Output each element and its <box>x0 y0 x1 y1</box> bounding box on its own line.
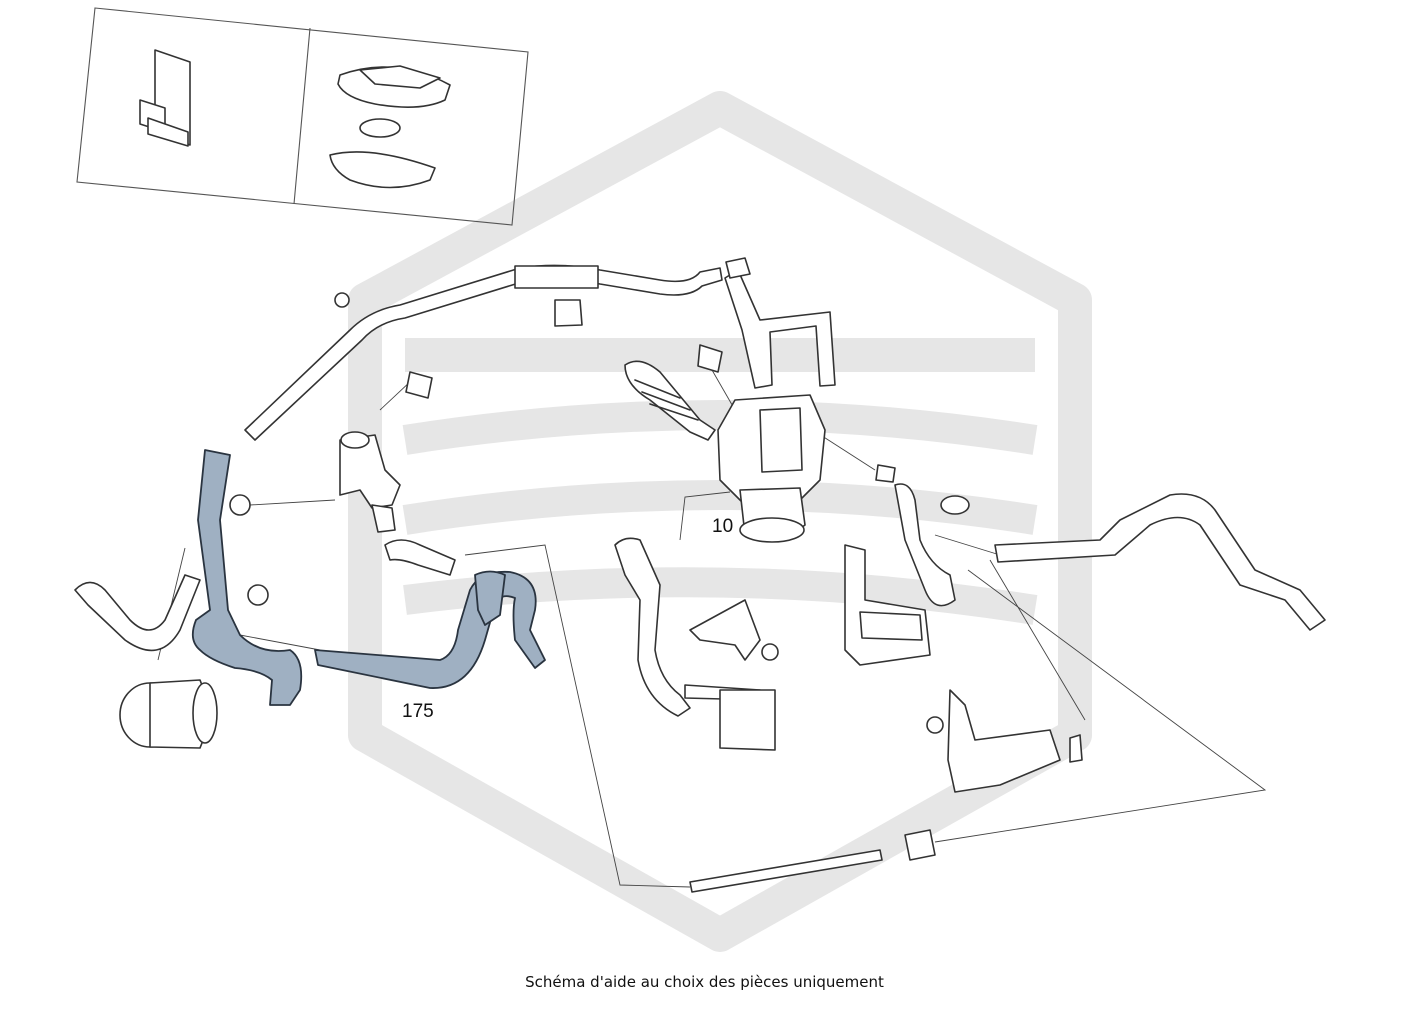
leader-lines <box>157 369 1267 888</box>
bellows-hose-part <box>624 360 716 441</box>
bottom-pipe-part <box>689 829 936 893</box>
auxiliary-heater-part <box>405 344 826 543</box>
upper-coolant-pipe <box>244 264 723 441</box>
left-hose-part <box>74 494 269 652</box>
callout-175: 175 <box>402 701 434 722</box>
highlighted-hose-part <box>191 449 546 706</box>
diagram-caption: Schéma d'aide au choix des pièces unique… <box>525 973 884 991</box>
valve-assembly-part <box>339 431 456 576</box>
u-pipe-part <box>554 257 836 389</box>
water-pump-part <box>119 679 218 749</box>
remote-control-parts <box>329 65 451 189</box>
key-fob-part <box>139 49 191 147</box>
right-hose-cluster <box>875 464 1326 631</box>
callout-10: 10 <box>712 516 733 537</box>
inset-frame <box>76 7 529 226</box>
center-hose-parts <box>614 537 779 751</box>
control-unit-part <box>844 544 1083 793</box>
